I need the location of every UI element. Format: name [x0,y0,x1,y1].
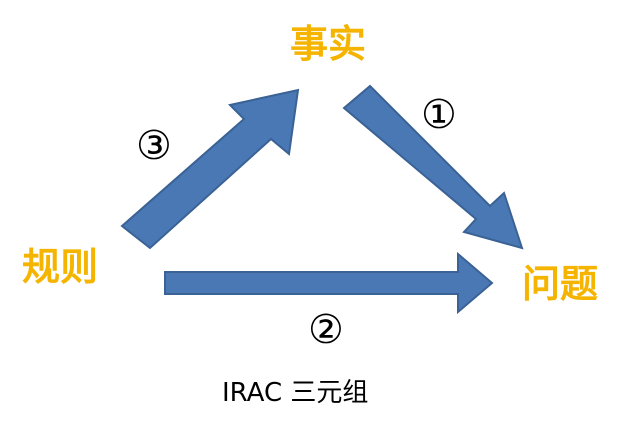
step-marker-2: ② [308,307,344,353]
node-fact: 事实 [290,22,367,66]
node-rule: 规则 [22,245,99,289]
step-marker-1: ① [421,92,457,138]
step-marker-3: ③ [136,123,172,169]
arrow-rule-to-fact [120,88,300,250]
arrow-rule-to-issue [164,251,494,315]
diagram-caption: IRAC 三元组 [222,378,369,408]
node-issue: 问题 [522,262,599,306]
arrow-fact-to-issue [342,84,524,250]
